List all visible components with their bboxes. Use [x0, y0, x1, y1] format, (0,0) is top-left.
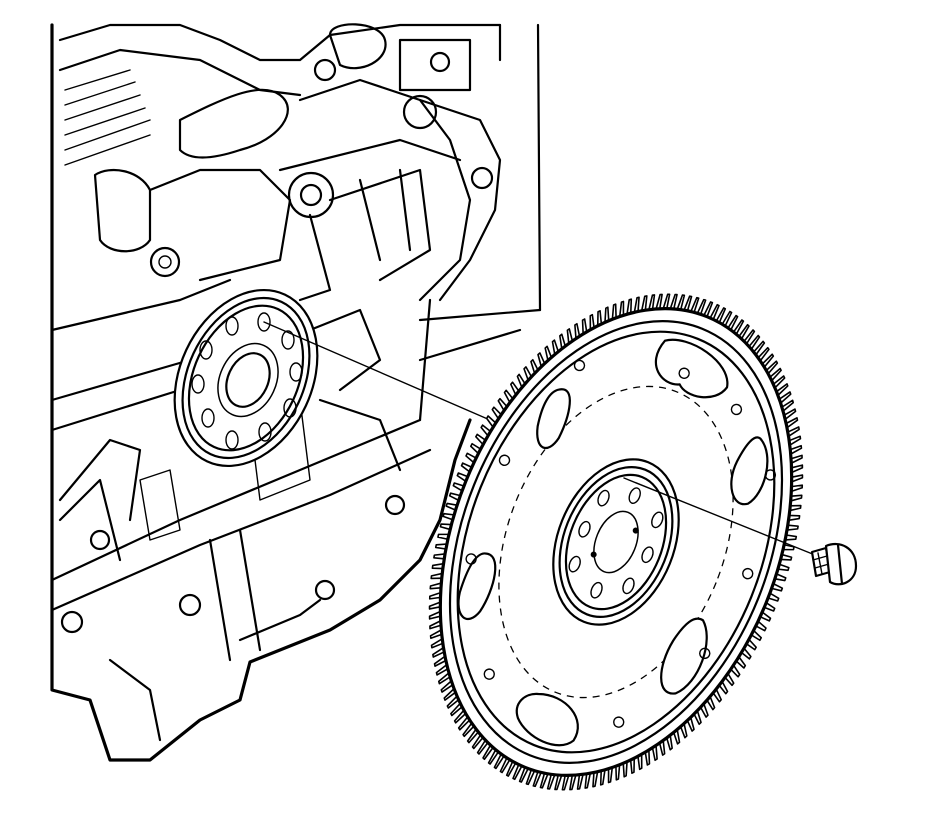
- crankshaft-flange: [173, 288, 319, 468]
- flywheel-windows: [457, 338, 769, 747]
- engine-block: [50, 23, 542, 762]
- ring-gear-rim: [438, 307, 794, 777]
- crank-bolt-holes: [191, 312, 303, 450]
- flywheel-outer-holes: [465, 359, 777, 728]
- alignment-line-crank: [263, 321, 491, 421]
- alignment-line-bolt: [623, 477, 816, 556]
- flywheel-bolt: [810, 542, 858, 586]
- flywheel: [428, 293, 804, 791]
- engine-block-outline: [50, 23, 472, 762]
- flywheel-bolt-holes: [568, 487, 664, 599]
